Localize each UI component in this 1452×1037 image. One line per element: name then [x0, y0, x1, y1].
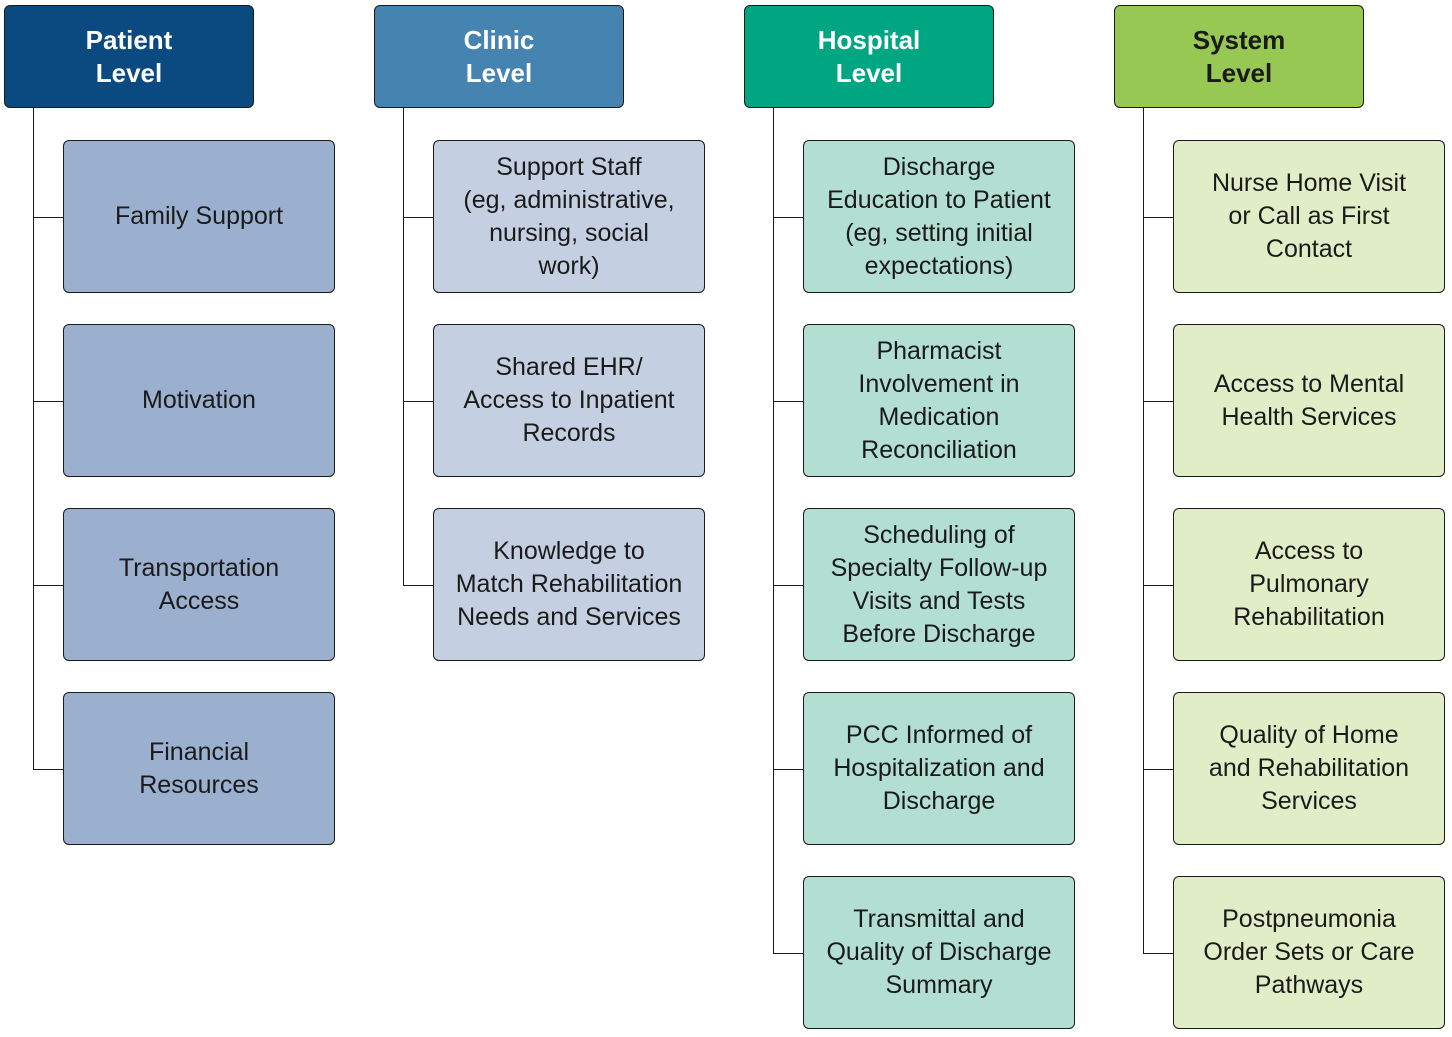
item-label: Access to Mental Health Services: [1213, 369, 1405, 431]
patient-level-item-box: Transportation Access: [63, 508, 335, 661]
hospital-level-item-box: Discharge Education to Patient (eg, sett…: [803, 140, 1075, 293]
item-label: Family Support: [114, 202, 284, 230]
connector-branch: [403, 400, 434, 402]
connector-branch: [33, 584, 64, 586]
clinic-level-item-box: Knowledge to Match Rehabilitation Needs …: [433, 508, 705, 661]
connector-branch: [1143, 952, 1174, 954]
connector-branch: [403, 216, 434, 218]
connector-branch: [1143, 400, 1174, 402]
system-level-header: System Level: [1114, 5, 1364, 108]
header-label: System Level: [1192, 24, 1286, 88]
hospital-level-item-box: Transmittal and Quality of Discharge Sum…: [803, 876, 1075, 1029]
connector-branch: [33, 768, 64, 770]
item-label: Transportation Access: [118, 553, 280, 615]
item-label: Transmittal and Quality of Discharge Sum…: [826, 905, 1052, 999]
item-label: Access to Pulmonary Rehabilitation: [1233, 537, 1385, 631]
patient-level-item-box: Motivation: [63, 324, 335, 477]
item-label: Motivation: [142, 386, 256, 414]
item-label: Scheduling of Specialty Follow-up Visits…: [830, 520, 1048, 648]
clinic-level-header: Clinic Level: [374, 5, 624, 108]
connector-branch: [403, 584, 434, 586]
item-label: Discharge Education to Patient (eg, sett…: [827, 152, 1051, 280]
connector-branch: [773, 584, 804, 586]
item-label: Financial Resources: [139, 737, 259, 799]
system-level-item-box: Access to Mental Health Services: [1173, 324, 1445, 477]
system-level-item-box: Access to Pulmonary Rehabilitation: [1173, 508, 1445, 661]
header-label: Hospital Level: [817, 24, 921, 88]
hospital-level-item-box: Scheduling of Specialty Follow-up Visits…: [803, 508, 1075, 661]
item-label: Knowledge to Match Rehabilitation Needs …: [455, 537, 683, 631]
item-label: PCC Informed of Hospitalization and Disc…: [833, 721, 1045, 815]
clinic-level-item-box: Support Staff (eg, administrative, nursi…: [433, 140, 705, 293]
item-label: Shared EHR/ Access to Inpatient Records: [463, 353, 675, 447]
header-label: Patient Level: [85, 24, 173, 88]
system-level-item-box: Quality of Home and Rehabilitation Servi…: [1173, 692, 1445, 845]
connector-spine: [403, 108, 404, 585]
connector-branch: [1143, 584, 1174, 586]
connector-branch: [773, 952, 804, 954]
hospital-level-header: Hospital Level: [744, 5, 994, 108]
system-level-item-box: Postpneumonia Order Sets or Care Pathway…: [1173, 876, 1445, 1029]
hospital-level-item-box: Pharmacist Involvement in Medication Rec…: [803, 324, 1075, 477]
patient-level-header: Patient Level: [4, 5, 254, 108]
connector-branch: [1143, 216, 1174, 218]
connector-branch: [33, 400, 64, 402]
connector-branch: [773, 768, 804, 770]
item-label: Postpneumonia Order Sets or Care Pathway…: [1203, 905, 1415, 999]
patient-level-item-box: Family Support: [63, 140, 335, 293]
item-label: Support Staff (eg, administrative, nursi…: [463, 152, 675, 280]
patient-level-item-box: Financial Resources: [63, 692, 335, 845]
connector-spine: [1143, 108, 1144, 953]
item-label: Pharmacist Involvement in Medication Rec…: [858, 336, 1020, 464]
connector-branch: [773, 400, 804, 402]
connector-spine: [33, 108, 34, 769]
connector-spine: [773, 108, 774, 953]
connector-branch: [1143, 768, 1174, 770]
system-level-item-box: Nurse Home Visit or Call as First Contac…: [1173, 140, 1445, 293]
connector-branch: [33, 216, 64, 218]
hospital-level-item-box: PCC Informed of Hospitalization and Disc…: [803, 692, 1075, 845]
item-label: Quality of Home and Rehabilitation Servi…: [1208, 721, 1410, 815]
header-label: Clinic Level: [463, 24, 535, 88]
item-label: Nurse Home Visit or Call as First Contac…: [1211, 169, 1407, 263]
clinic-level-item-box: Shared EHR/ Access to Inpatient Records: [433, 324, 705, 477]
connector-branch: [773, 216, 804, 218]
